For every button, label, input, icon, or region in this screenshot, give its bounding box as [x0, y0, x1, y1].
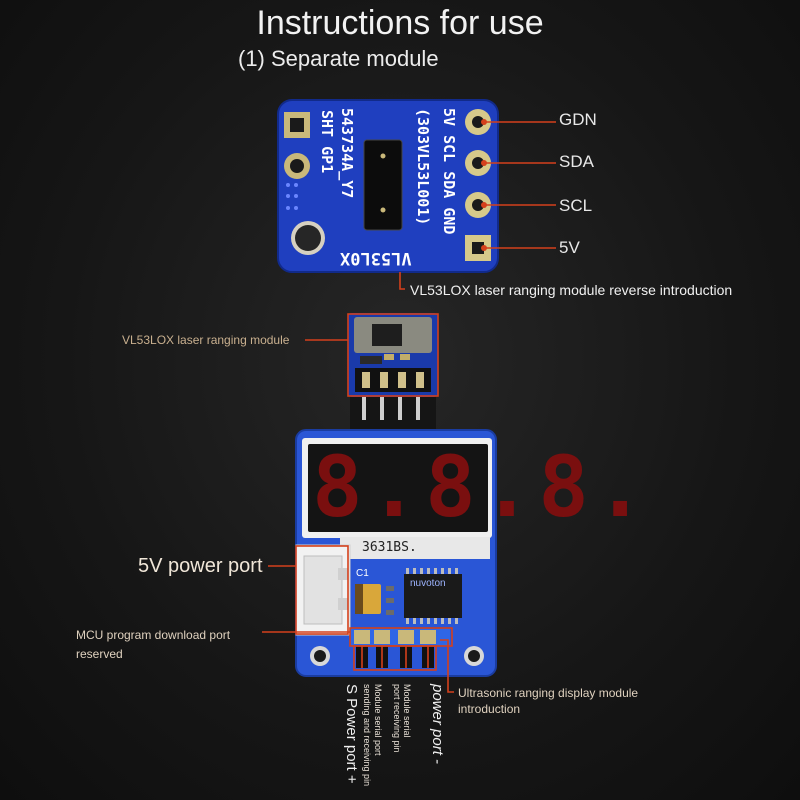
display-caption-line1: Ultrasonic ranging display module: [458, 686, 639, 700]
silk-model: VL53L0X: [340, 248, 412, 268]
silk-row3: (303VL53L001): [414, 108, 432, 226]
pin-label-scl: SCL: [559, 196, 593, 215]
sensor-reverse-caption: VL53LOX laser ranging module reverse int…: [410, 282, 733, 298]
mcu-port-label-line1: MCU program download port: [76, 628, 231, 642]
leader-lines: [262, 121, 556, 693]
pin-desc-power-minus: power port -: [429, 684, 446, 765]
display-caption-line2: introduction: [458, 702, 521, 716]
chip-brand: nuvoton: [410, 578, 446, 589]
capacitor-label: C1: [356, 568, 369, 579]
mcu-port-label-line2: reserved: [76, 647, 123, 661]
power-port-label: 5V power port: [138, 555, 263, 577]
pin-desc-recv-line1: Module serial: [402, 684, 412, 738]
silk-row4: 5V SCL SDA GND: [440, 108, 458, 235]
sensor-board: [277, 99, 499, 273]
leader-dots: [481, 119, 487, 251]
pin-desc-recv-line2: port receiving pin: [392, 684, 402, 753]
laser-module: [348, 313, 438, 430]
display-part-label: 3631BS.: [362, 540, 417, 555]
page-title: Instructions for use: [256, 4, 544, 42]
pin-desc-s-power: S Power port +: [343, 684, 360, 784]
pin-label-5v: 5V: [559, 238, 580, 257]
display-board: [295, 429, 497, 677]
laser-module-label: VL53LOX laser ranging module: [122, 333, 290, 347]
segment-display: 8.8.8.: [312, 438, 652, 536]
pin-label-gdn: GDN: [559, 110, 597, 129]
pin-label-sda: SDA: [559, 152, 594, 171]
pin-desc-send-line2: sending and receiving pin: [362, 684, 372, 787]
silk-row2: 543734A_Y7: [338, 108, 356, 199]
pin-desc-send-line1: Module serial port: [373, 684, 383, 756]
page-subtitle: (1) Separate module: [238, 46, 439, 71]
silk-row1: SHT GP1: [318, 110, 336, 174]
